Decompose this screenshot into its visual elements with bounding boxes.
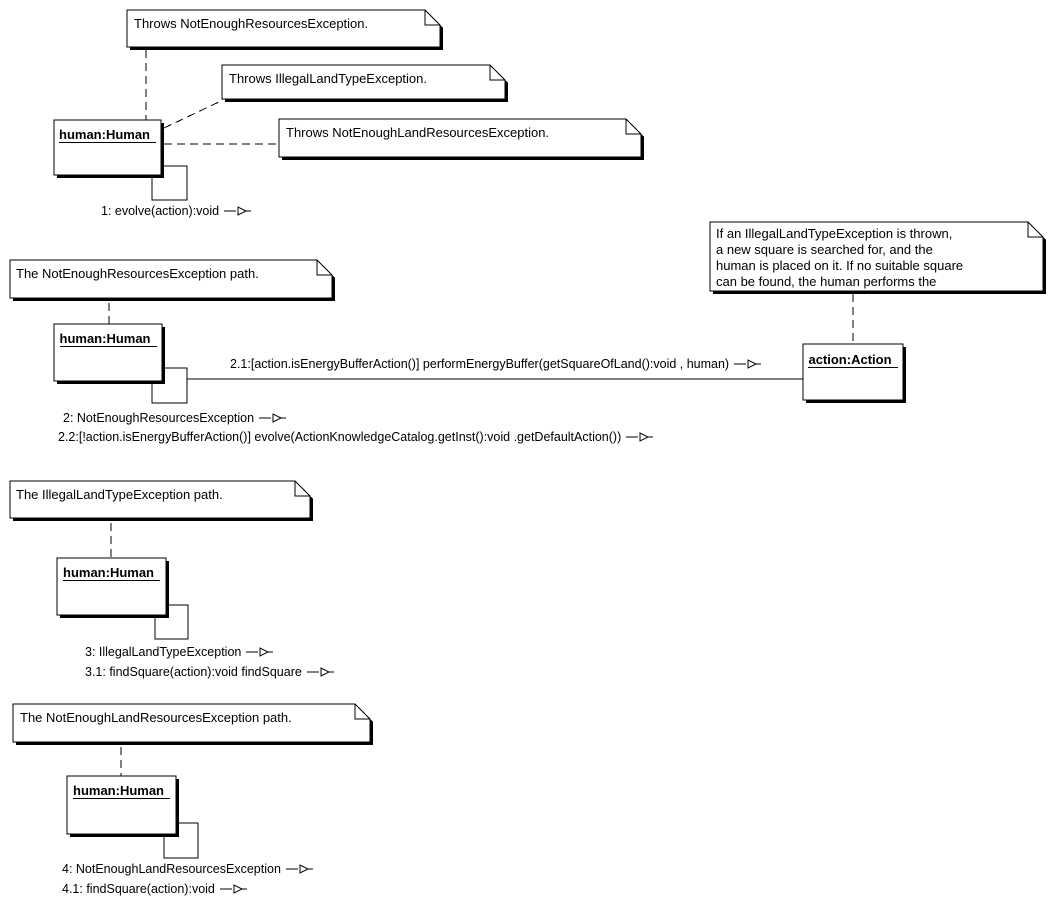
object-box-human-3[interactable] — [56, 557, 169, 618]
self-message-square[interactable] — [151, 165, 188, 201]
object-name-action: action:Action — [803, 351, 903, 369]
async-arrow-icon — [219, 884, 247, 894]
async-arrow-icon — [734, 359, 762, 369]
note-text-multiline: If an IllegalLandTypeException is thrown… — [716, 226, 963, 290]
message-text: 4.1: findSquare(action):void — [62, 882, 215, 896]
object-box-human-1[interactable] — [53, 119, 164, 178]
note-text: The IllegalLandTypeException path. — [16, 487, 223, 502]
async-arrow-icon — [285, 864, 313, 874]
message-label-1[interactable]: 1: evolve(action):void — [101, 204, 252, 218]
object-name-human-1: human:Human — [54, 126, 161, 144]
object-name-label: human:Human — [59, 331, 157, 347]
note-text-line: human is placed on it. If no suitable sq… — [716, 258, 964, 273]
message-label-4-1[interactable]: 4.1: findSquare(action):void — [62, 882, 248, 896]
note-text: Throws NotEnoughLandResourcesException. — [286, 125, 550, 140]
note-connector-line — [163, 99, 224, 129]
note-throws-illegal-land-type-exception[interactable] — [221, 64, 508, 102]
note-throws-not-enough-resources-exception[interactable] — [126, 9, 443, 50]
object-box-human-2[interactable] — [53, 323, 165, 384]
async-arrow-icon — [626, 432, 654, 442]
note-throws-not-enough-land-resources-exception[interactable] — [278, 118, 644, 160]
object-name-label: action:Action — [808, 352, 898, 368]
message-text: 2: NotEnoughResourcesException — [63, 411, 255, 425]
note-text-line: can be found, the human performs the — [716, 274, 937, 289]
note-text: The NotEnoughLandResourcesException path… — [20, 710, 292, 725]
message-label-2[interactable]: 2: NotEnoughResourcesException — [63, 411, 287, 425]
object-name-human-4: human:Human — [67, 782, 176, 800]
note-text: Throws NotEnoughResourcesException. — [134, 16, 369, 31]
note-text-line: If an IllegalLandTypeException is thrown… — [716, 226, 953, 241]
message-text: 3: IllegalLandTypeException — [85, 645, 242, 659]
message-text: 1: evolve(action):void — [101, 204, 220, 218]
message-label-3-1[interactable]: 3.1: findSquare(action):void findSquare — [85, 665, 335, 679]
message-text: 3.1: findSquare(action):void findSquare — [85, 665, 302, 679]
message-text: 2.1:[action.isEnergyBufferAction()] perf… — [230, 357, 730, 371]
message-label-4[interactable]: 4: NotEnoughLandResourcesException — [62, 862, 314, 876]
note-illegal-land-type-path[interactable] — [9, 480, 313, 521]
note-text-line: a new square is searched for, and the — [716, 242, 933, 257]
message-label-3[interactable]: 3: IllegalLandTypeException — [85, 645, 274, 659]
async-arrow-icon — [246, 647, 274, 657]
note-illegal-land-type-description[interactable] — [709, 221, 1046, 294]
async-arrow-icon — [224, 206, 252, 216]
object-box-action[interactable] — [802, 343, 906, 403]
note-not-enough-land-resources-path[interactable] — [12, 703, 373, 745]
object-name-human-2: human:Human — [54, 330, 162, 348]
object-box-human-4[interactable] — [66, 775, 179, 837]
message-label-2-2[interactable]: 2.2:[!action.isEnergyBufferAction()] evo… — [58, 430, 654, 444]
self-message-square[interactable] — [154, 604, 189, 640]
note-text: The NotEnoughResourcesException path. — [16, 266, 259, 281]
message-label-2-1[interactable]: 2.1:[action.isEnergyBufferAction()] perf… — [230, 357, 762, 371]
message-text: 4: NotEnoughLandResourcesException — [62, 862, 281, 876]
async-arrow-icon — [259, 413, 287, 423]
async-arrow-icon — [306, 667, 334, 677]
note-text: Throws IllegalLandTypeException. — [229, 71, 428, 86]
note-not-enough-resources-path[interactable] — [9, 259, 335, 301]
object-name-label: human:Human — [73, 783, 170, 799]
object-name-label: human:Human — [59, 127, 156, 143]
self-message-square[interactable] — [151, 367, 188, 404]
message-text: 2.2:[!action.isEnergyBufferAction()] evo… — [58, 430, 622, 444]
object-name-human-3: human:Human — [57, 564, 166, 582]
self-message-square[interactable] — [163, 822, 199, 859]
object-name-label: human:Human — [63, 565, 160, 581]
